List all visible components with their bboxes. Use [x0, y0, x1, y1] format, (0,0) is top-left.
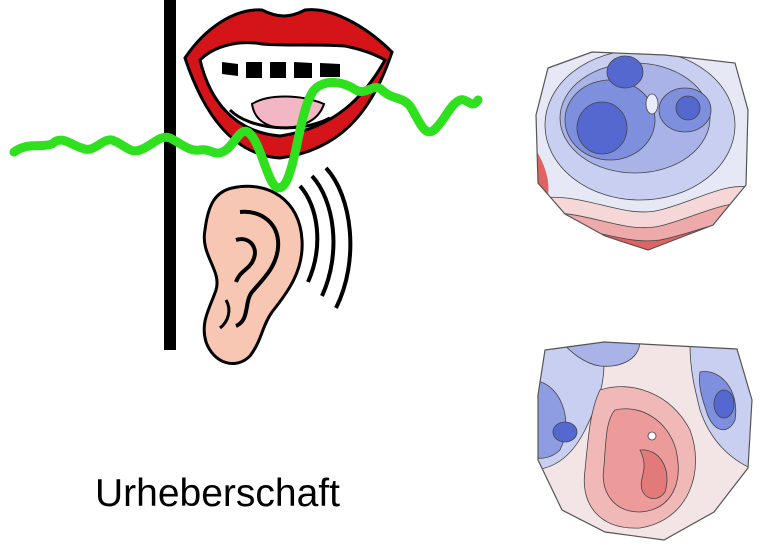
scalp-topography-map	[530, 335, 760, 550]
caption-urheberschaft: Urheberschaft	[95, 474, 340, 513]
scalp-topography-map	[530, 45, 760, 260]
ear-icon	[204, 168, 350, 364]
vertical-divider	[164, 0, 176, 350]
mouth-icon	[185, 10, 392, 158]
